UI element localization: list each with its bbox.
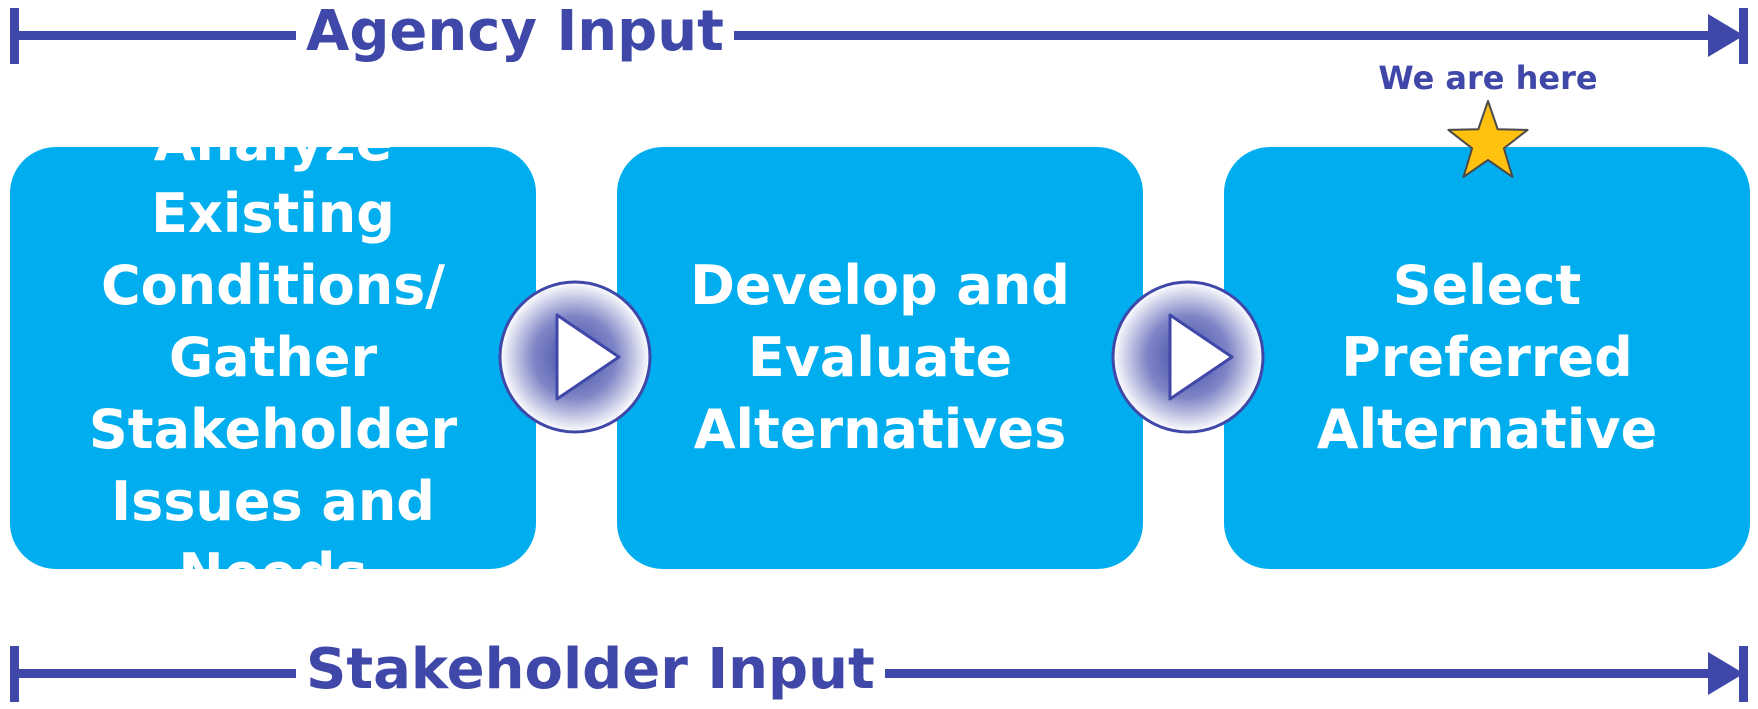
step-develop-and-evaluate-alternatives: Develop and Evaluate Alternatives [617,147,1143,569]
step-select-preferred-alternative: Select Preferred Alternative [1224,147,1750,569]
stakeholder-bar-arrowhead [1708,652,1744,695]
we-are-here-label: We are here [1378,59,1598,97]
agency-input-label: Agency Input [296,4,734,60]
next-step-arrow-icon [1111,280,1265,434]
agency-bar-arrowhead [1708,14,1744,57]
step-label: Select Preferred Alternative [1316,254,1658,461]
stakeholder-bar-end-cap [1739,646,1748,702]
next-step-arrow-icon [498,280,652,434]
star-icon [1447,100,1529,178]
stakeholder-input-label: Stakeholder Input [296,642,885,698]
agency-bar-end-cap [1739,8,1748,64]
step-analyze-existing-conditions: Analyze Existing Conditions/ Gather Stak… [10,110,536,605]
step-label: Analyze Existing Conditions/ Gather Stak… [88,110,458,605]
step-label: Develop and Evaluate Alternatives [690,254,1070,461]
agency-bar-line [10,31,1720,40]
agency-bar [10,8,1748,64]
